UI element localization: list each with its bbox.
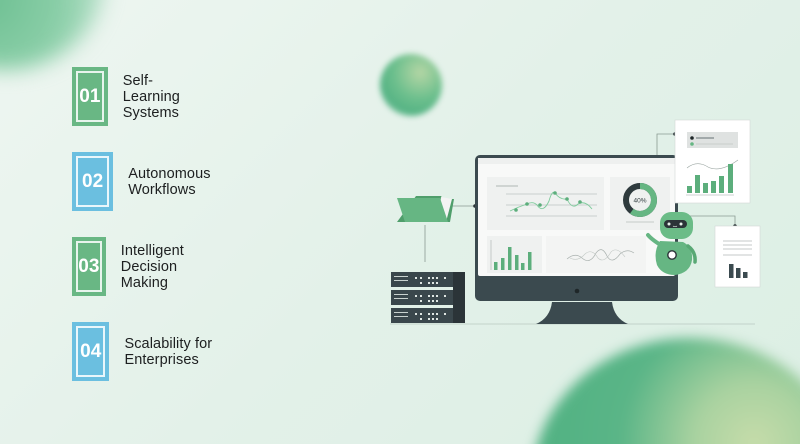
feature-label: Scalability for Enterprises	[124, 335, 213, 368]
number-badge: 03	[72, 237, 106, 296]
donut-percent-label: 40%	[633, 198, 646, 205]
folder-icon	[397, 196, 454, 222]
server-rack-icon	[391, 272, 465, 323]
report-document-icon	[714, 225, 761, 288]
feature-label: Intelligent Decision Making	[120, 242, 184, 291]
number-badge: 04	[72, 322, 110, 381]
badge-number: 02	[76, 156, 110, 207]
chart-document-icon	[674, 119, 751, 204]
badge-number: 01	[76, 71, 104, 122]
number-badge: 02	[72, 152, 114, 211]
number-badge: 01	[72, 67, 108, 126]
decorative-orb-center	[380, 54, 442, 116]
feature-label: Self-Learning Systems	[122, 72, 180, 121]
robot-icon	[646, 212, 697, 275]
badge-number: 03	[76, 241, 102, 292]
connector-lines	[424, 133, 736, 262]
feature-item-2: 02 Autonomous Workflows	[72, 152, 228, 211]
monitor-icon: 40%	[475, 155, 678, 324]
feature-label: Autonomous Workflows	[128, 165, 211, 198]
feature-item-1: 01 Self-Learning Systems	[72, 67, 203, 126]
feature-item-4: 04 Scalability for Enterprises	[72, 322, 220, 381]
badge-number: 04	[76, 326, 106, 377]
feature-item-3: 03 Intelligent Decision Making	[72, 237, 209, 296]
donut-chart	[623, 183, 657, 217]
